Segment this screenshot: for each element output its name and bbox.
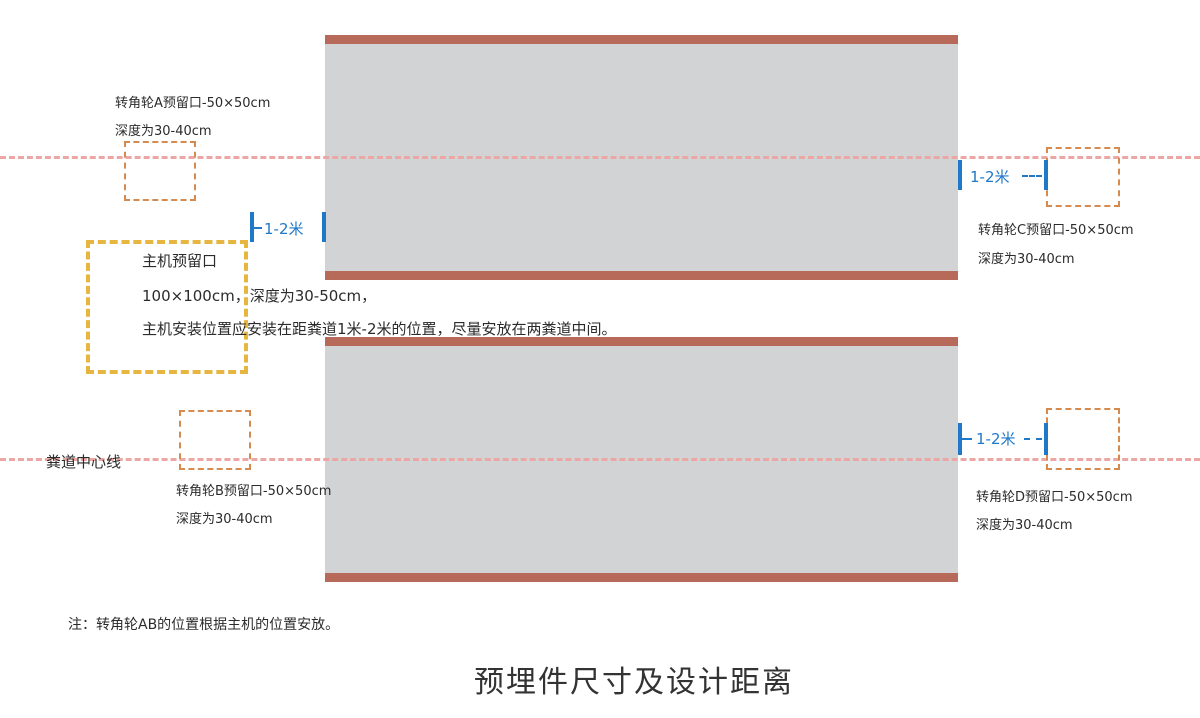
wheel-a-label: 转角轮A预留口-50×50cm (115, 96, 271, 111)
wheel-b-label: 转角轮B预留口-50×50cm (176, 484, 332, 499)
dim-c-right-tick (1044, 160, 1048, 190)
dim-host-left-tick (250, 212, 254, 242)
centerline-label: 粪道中心线 (46, 453, 122, 471)
dim-host-line (254, 227, 262, 229)
wheel-c-label: 转角轮C预留口-50×50cm (978, 223, 1134, 238)
lower-centerline (0, 458, 1200, 461)
dim-host-label: 1-2米 (264, 220, 304, 238)
host-placement: 主机安装位置应安装在距粪道1米-2米的位置，尽量安放在两粪道中间。 (142, 320, 617, 338)
wheel-d-box (1046, 408, 1120, 470)
wheel-a-depth: 深度为30-40cm (115, 124, 212, 139)
host-title: 主机预留口 (142, 252, 218, 270)
host-box (86, 240, 248, 374)
wheel-d-label: 转角轮D预留口-50×50cm (976, 490, 1133, 505)
wheel-b-depth: 深度为30-40cm (176, 512, 273, 527)
dim-d-label: 1-2米 (976, 430, 1016, 448)
upper-lane (325, 38, 958, 280)
dim-d-right-tick (1044, 423, 1048, 455)
dim-d-line-right (1024, 438, 1042, 440)
dim-d-left-tick (958, 423, 962, 455)
wheel-c-depth: 深度为30-40cm (978, 252, 1075, 267)
dim-d-line (962, 438, 972, 440)
upper-lane-top-edge (325, 35, 958, 44)
dim-c-label: 1-2米 (970, 168, 1010, 186)
dim-c-left-tick (958, 160, 962, 190)
wheel-d-depth: 深度为30-40cm (976, 518, 1073, 533)
lower-lane (325, 340, 958, 582)
wheel-a-box (124, 141, 196, 201)
upper-centerline (0, 156, 1200, 159)
host-size: 100×100cm，深度为30-50cm， (142, 287, 377, 305)
wheel-c-box (1046, 147, 1120, 207)
upper-lane-bottom-edge (325, 271, 958, 280)
lower-lane-bottom-edge (325, 573, 958, 582)
lower-lane-top-edge (325, 337, 958, 346)
dim-host-right-tick (322, 212, 326, 242)
note-text: 注：转角轮AB的位置根据主机的位置安放。 (68, 617, 340, 633)
dim-c-line (1022, 175, 1042, 177)
diagram-caption: 预埋件尺寸及设计距离 (474, 665, 794, 700)
wheel-b-box (179, 410, 251, 470)
